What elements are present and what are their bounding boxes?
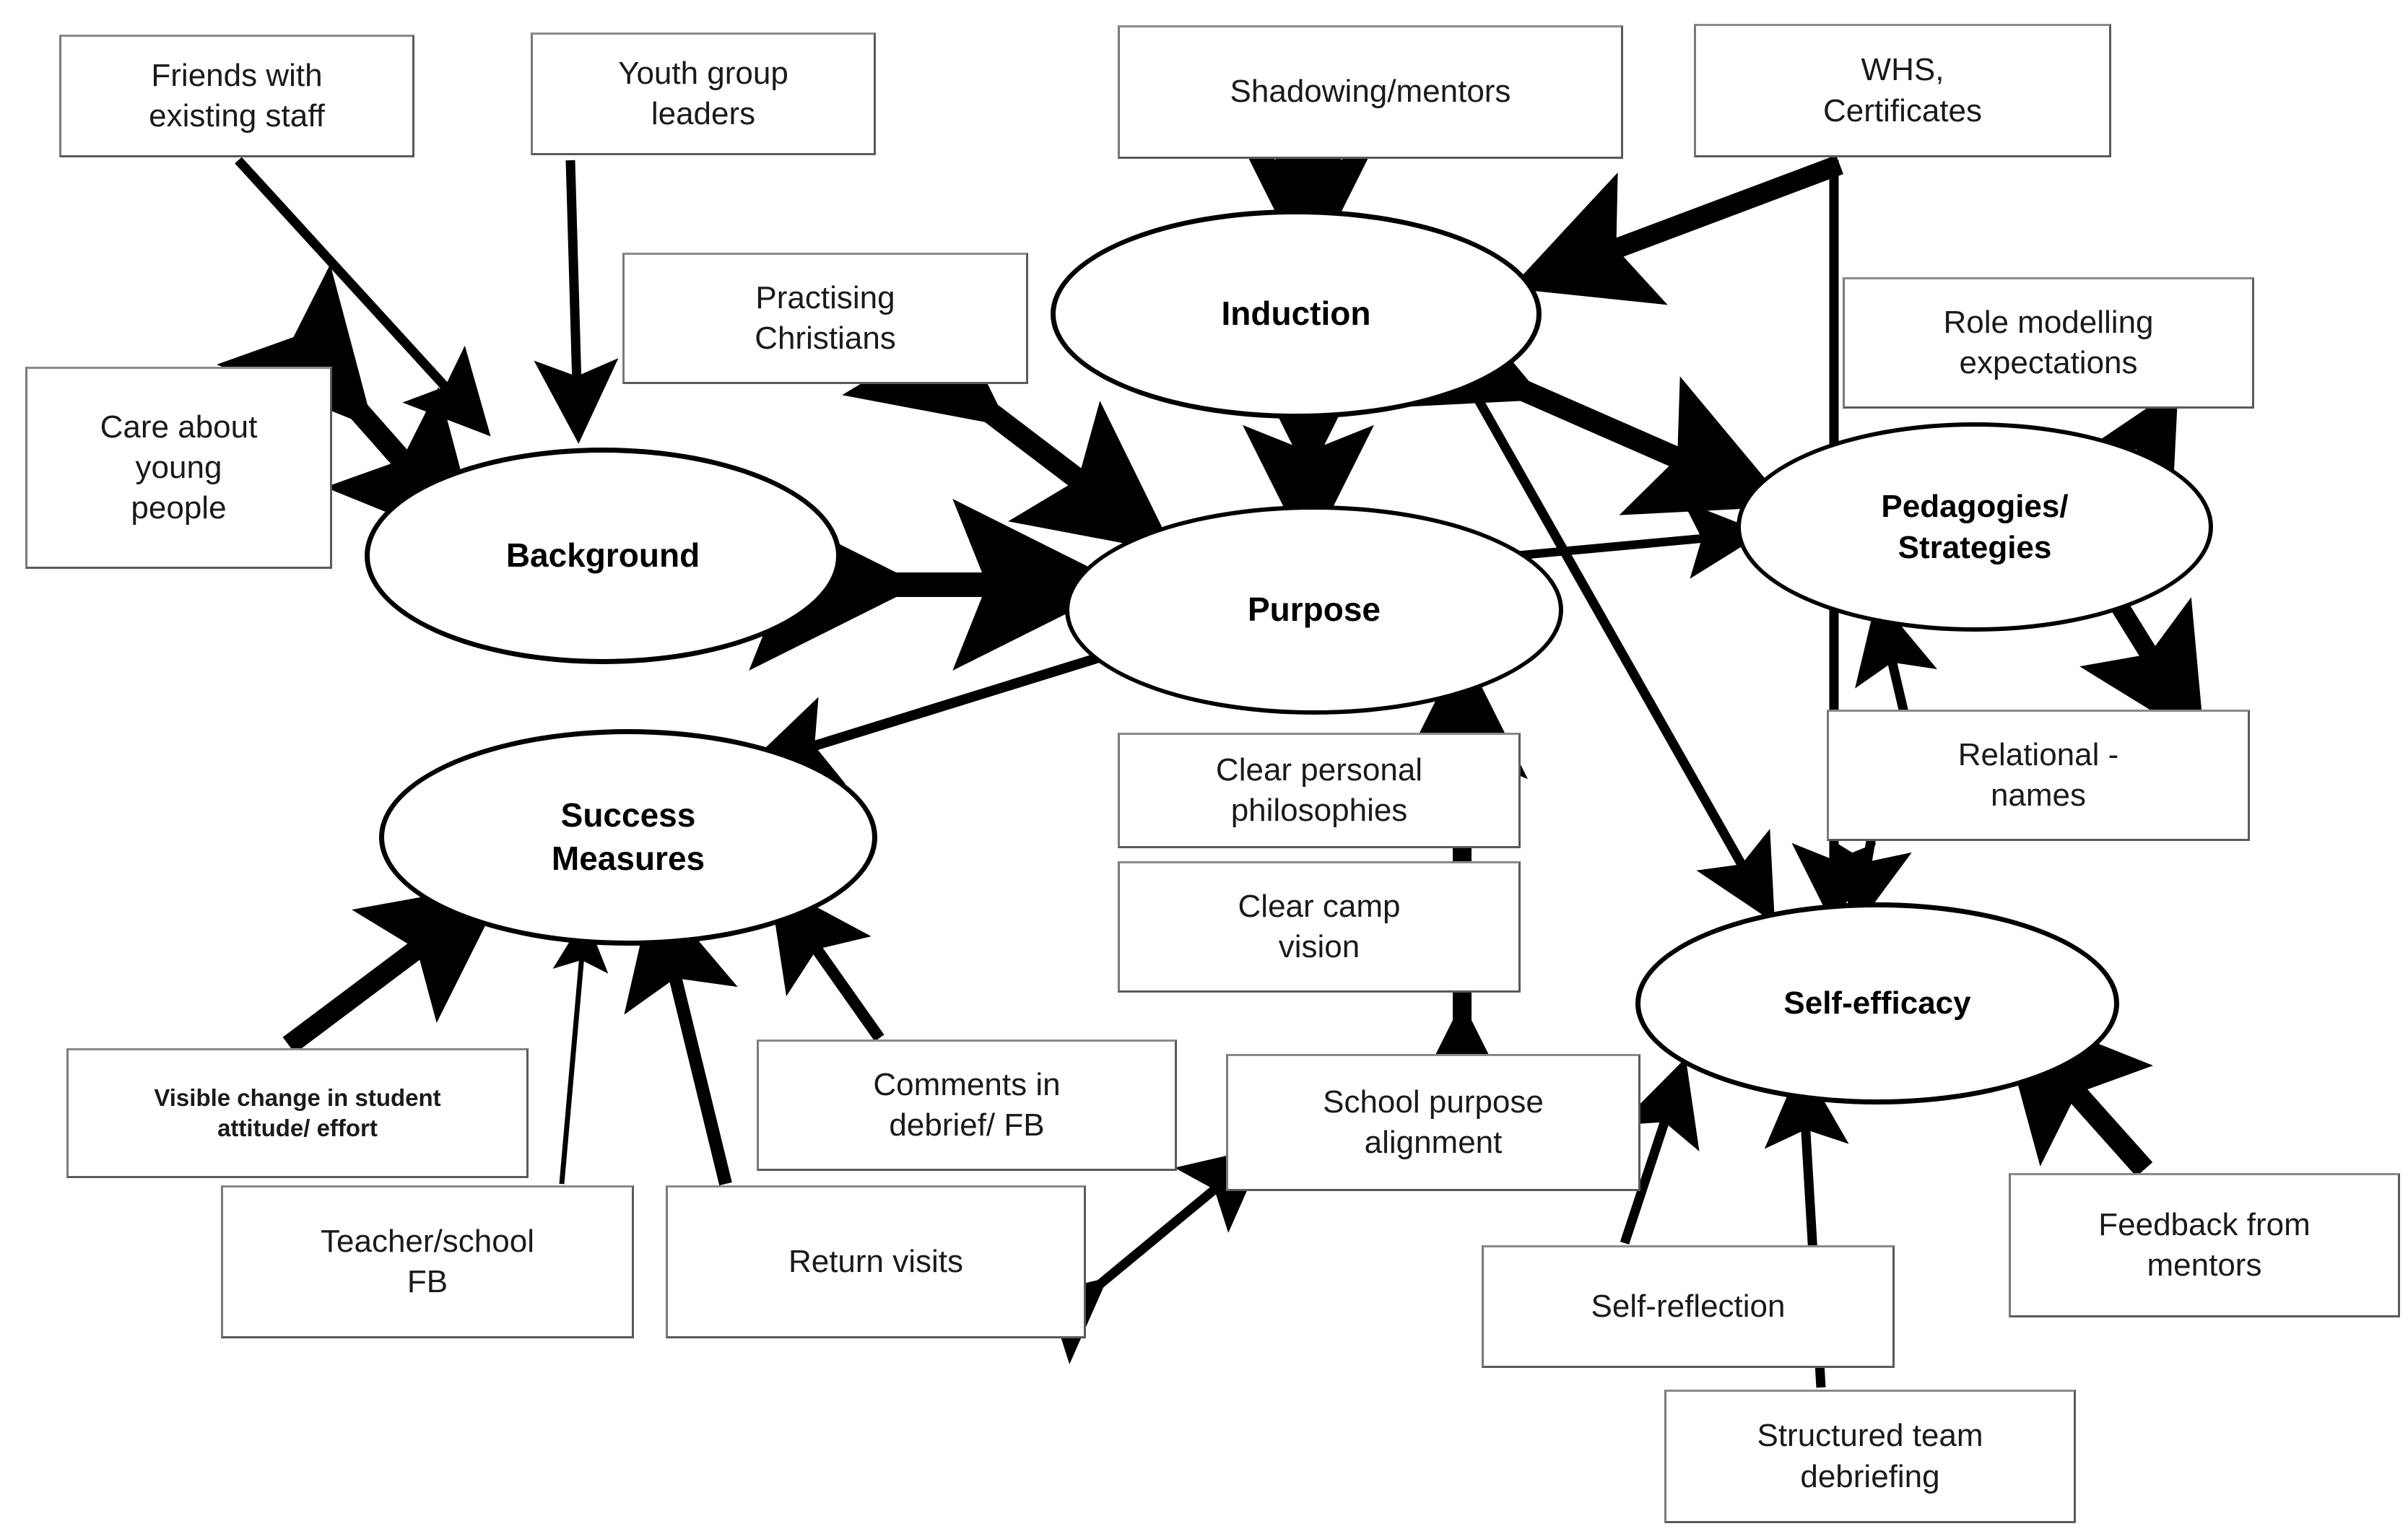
box-teacher-school-fb[interactable]: Teacher/school FB — [221, 1185, 634, 1338]
box-relational-names[interactable]: Relational - names — [1827, 710, 2250, 841]
node-pedagogies-strategies-label: Pedagogies/ Strategies — [1881, 488, 2069, 565]
box-role-modelling-expectations-label: Role modelling expectations — [1943, 304, 2154, 380]
edge-relational-pedagogies — [1855, 596, 1937, 723]
box-clear-camp-vision[interactable]: Clear camp vision — [1118, 861, 1521, 993]
box-self-reflection-label: Self-reflection — [1591, 1288, 1786, 1324]
box-structured-team-debriefing-label: Structured team debriefing — [1757, 1418, 1983, 1494]
box-visible-change-in-student-attitude[interactable]: Visible change in student attitude/ effo… — [66, 1048, 529, 1178]
box-whs-certificates[interactable]: WHS, Certificates — [1694, 24, 2111, 157]
node-background-label: Background — [505, 536, 700, 575]
edge-returnvisits-schoolpurpose — [1015, 1146, 1267, 1364]
box-care-about-young-people[interactable]: Care about young people — [25, 367, 332, 569]
node-pedagogies-strategies[interactable]: Pedagogies/ Strategies — [1737, 422, 2213, 632]
box-clear-camp-vision-label: Clear camp vision — [1238, 888, 1401, 964]
node-background[interactable]: Background — [365, 448, 841, 664]
box-school-purpose-alignment-label: School purpose alignment — [1323, 1084, 1544, 1160]
box-visible-change-in-student-attitude-label: Visible change in student attitude/ effo… — [154, 1084, 441, 1141]
edge-visiblechange-success — [282, 881, 508, 1054]
box-practising-christians[interactable]: Practising Christians — [622, 253, 1028, 384]
box-structured-team-debriefing[interactable]: Structured team debriefing — [1664, 1390, 2076, 1523]
box-friends-with-existing-staff-label: Friends with existing staff — [149, 57, 325, 134]
edge-teacherfb-success — [552, 915, 609, 1185]
edge-returnvisits-success — [624, 887, 738, 1186]
box-youth-group-leaders-label: Youth group leaders — [618, 55, 788, 131]
box-feedback-from-mentors[interactable]: Feedback from mentors — [2009, 1173, 2400, 1317]
node-success-measures[interactable]: Success Measures — [379, 729, 877, 946]
box-feedback-from-mentors-label: Feedback from mentors — [2098, 1206, 2311, 1283]
edge-comments-success — [768, 881, 884, 1042]
node-success-measures-label: Success Measures — [551, 796, 705, 877]
box-relational-names-label: Relational - names — [1957, 736, 2119, 813]
node-induction-label: Induction — [1221, 295, 1371, 333]
box-role-modelling-expectations[interactable]: Role modelling expectations — [1843, 277, 2254, 409]
node-purpose[interactable]: Purpose — [1065, 505, 1563, 715]
box-return-visits-label: Return visits — [788, 1243, 964, 1279]
box-self-reflection[interactable]: Self-reflection — [1482, 1245, 1895, 1368]
node-induction[interactable]: Induction — [1051, 209, 1542, 419]
box-clear-personal-philosophies-label: Clear personal philosophies — [1215, 751, 1423, 828]
box-shadowing-mentors-label: Shadowing/mentors — [1230, 74, 1511, 110]
box-practising-christians-label: Practising Christians — [755, 279, 896, 356]
box-shadowing-mentors[interactable]: Shadowing/mentors — [1118, 25, 1623, 159]
box-comments-in-debrief-fb[interactable]: Comments in debrief/ FB — [757, 1040, 1177, 1171]
edge-induction-pedagogies — [1375, 269, 1788, 515]
box-friends-with-existing-staff[interactable]: Friends with existing staff — [59, 35, 414, 157]
node-self-efficacy[interactable]: Self-efficacy — [1635, 902, 2119, 1104]
box-comments-in-debrief-fb-label: Comments in debrief/ FB — [873, 1066, 1061, 1143]
box-teacher-school-fb-label: Teacher/school FB — [321, 1223, 534, 1299]
box-care-about-young-people-label: Care about young people — [100, 409, 258, 526]
box-whs-certificates-label: WHS, Certificates — [1822, 52, 1983, 128]
edge-practising-induction — [842, 274, 1175, 553]
box-clear-personal-philosophies[interactable]: Clear personal philosophies — [1118, 733, 1521, 848]
edge-whs-induction — [1510, 154, 1843, 305]
box-school-purpose-alignment[interactable]: School purpose alignment — [1226, 1054, 1640, 1191]
node-purpose-label: Purpose — [1247, 590, 1381, 629]
box-youth-group-leaders[interactable]: Youth group leaders — [531, 32, 876, 155]
edge-youth-group-to-background — [534, 160, 619, 444]
box-return-visits[interactable]: Return visits — [666, 1185, 1086, 1338]
node-self-efficacy-label: Self-efficacy — [1783, 985, 1971, 1021]
